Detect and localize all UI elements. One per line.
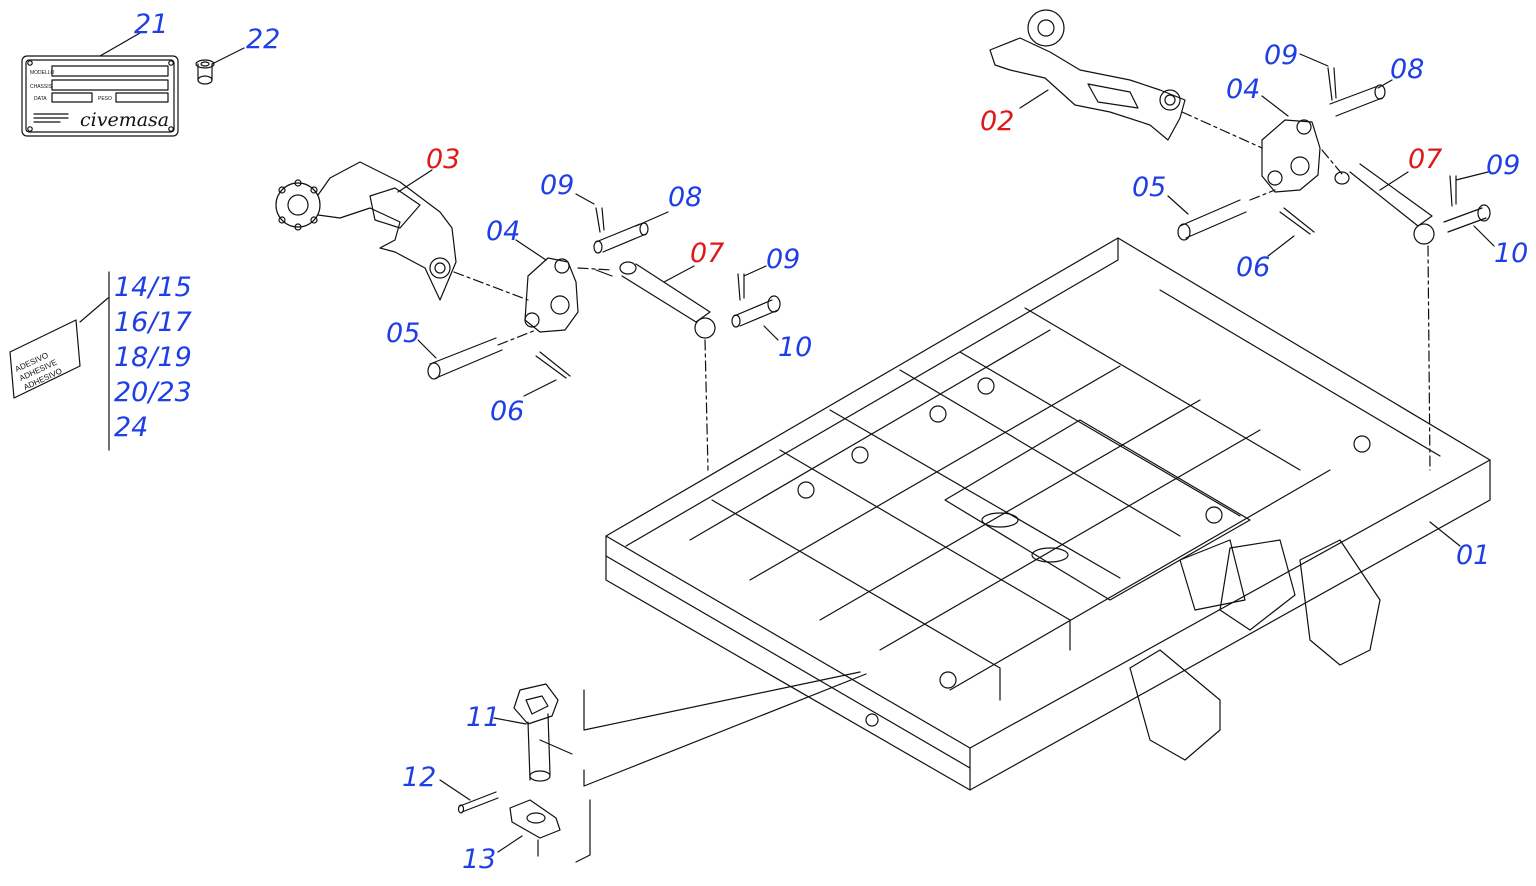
leader-lines — [79, 32, 1495, 853]
callout-label-08a: 08 — [668, 182, 702, 213]
left-split-pin-09b — [737, 273, 745, 301]
callout-label-20: 20/23 — [114, 377, 192, 408]
callout-label-18: 18/19 — [114, 342, 192, 373]
callout-labels: 21 22 03 09 08 04 07 09 05 10 06 14/15 16/17 18/19 20/… — [114, 9, 1528, 875]
adhesive-sticker — [9, 319, 81, 399]
left-clevis — [524, 257, 579, 333]
callout-label-07a: 07 — [690, 238, 724, 269]
callout-label-02: 02 — [980, 106, 1014, 137]
plate-label-chassis: CHASSIS — [30, 84, 53, 90]
callout-label-22: 22 — [246, 24, 280, 55]
plate-label-weight: PESO — [98, 96, 112, 102]
left-split-pin-06 — [535, 351, 571, 379]
left-split-pin-09a — [595, 207, 605, 233]
tow-pin — [513, 683, 559, 782]
right-clevis — [1261, 119, 1321, 193]
identification-plate — [21, 55, 179, 137]
callout-label-10a: 10 — [778, 332, 812, 363]
right-pin-08 — [1329, 84, 1386, 117]
rivet-part — [195, 59, 215, 85]
callout-label-08b: 08 — [1390, 54, 1424, 85]
left-hub-arm — [275, 161, 457, 301]
plate-brand-logo: civemasa — [80, 109, 169, 131]
callout-label-05b: 05 — [1132, 172, 1166, 203]
right-hydraulic-cylinder — [1334, 163, 1435, 245]
washer-13 — [509, 799, 561, 839]
right-pin-10 — [1443, 204, 1491, 233]
callout-label-21: 21 — [134, 9, 168, 40]
callout-label-14: 14/15 — [114, 272, 192, 303]
main-frame — [605, 237, 1491, 791]
right-pin-05 — [1177, 199, 1247, 241]
callout-label-06b: 06 — [1236, 252, 1270, 283]
left-hydraulic-cylinder — [595, 261, 716, 339]
callout-label-09d: 09 — [1486, 150, 1520, 181]
callout-label-04a: 04 — [486, 216, 520, 247]
callout-label-12: 12 — [402, 762, 436, 793]
left-pin-08 — [593, 222, 649, 254]
plate-label-model: MODELLO — [30, 70, 55, 76]
right-split-pin-09a — [1327, 67, 1337, 101]
callout-label-03: 03 — [426, 144, 460, 175]
callout-label-07b: 07 — [1408, 144, 1442, 175]
callout-label-24: 24 — [114, 412, 148, 443]
left-pin-10 — [731, 295, 781, 328]
callout-label-05a: 05 — [386, 318, 420, 349]
callout-label-13: 13 — [462, 844, 496, 875]
callout-label-01: 01 — [1456, 540, 1490, 571]
callout-label-06a: 06 — [490, 396, 524, 427]
right-split-pin-06 — [1279, 207, 1315, 235]
callout-label-16: 16/17 — [114, 307, 192, 338]
callout-label-11: 11 — [466, 702, 500, 733]
callout-label-09a: 09 — [540, 170, 574, 201]
pin-12 — [457, 791, 499, 814]
right-hub-arm — [989, 9, 1186, 141]
callout-label-10b: 10 — [1494, 238, 1528, 269]
left-pin-05 — [427, 337, 503, 380]
plate-label-date: DATA — [34, 96, 47, 102]
callout-label-09b: 09 — [766, 244, 800, 275]
callout-label-04b: 04 — [1226, 74, 1260, 105]
right-split-pin-09b — [1449, 175, 1457, 207]
callout-label-09c: 09 — [1264, 40, 1298, 71]
